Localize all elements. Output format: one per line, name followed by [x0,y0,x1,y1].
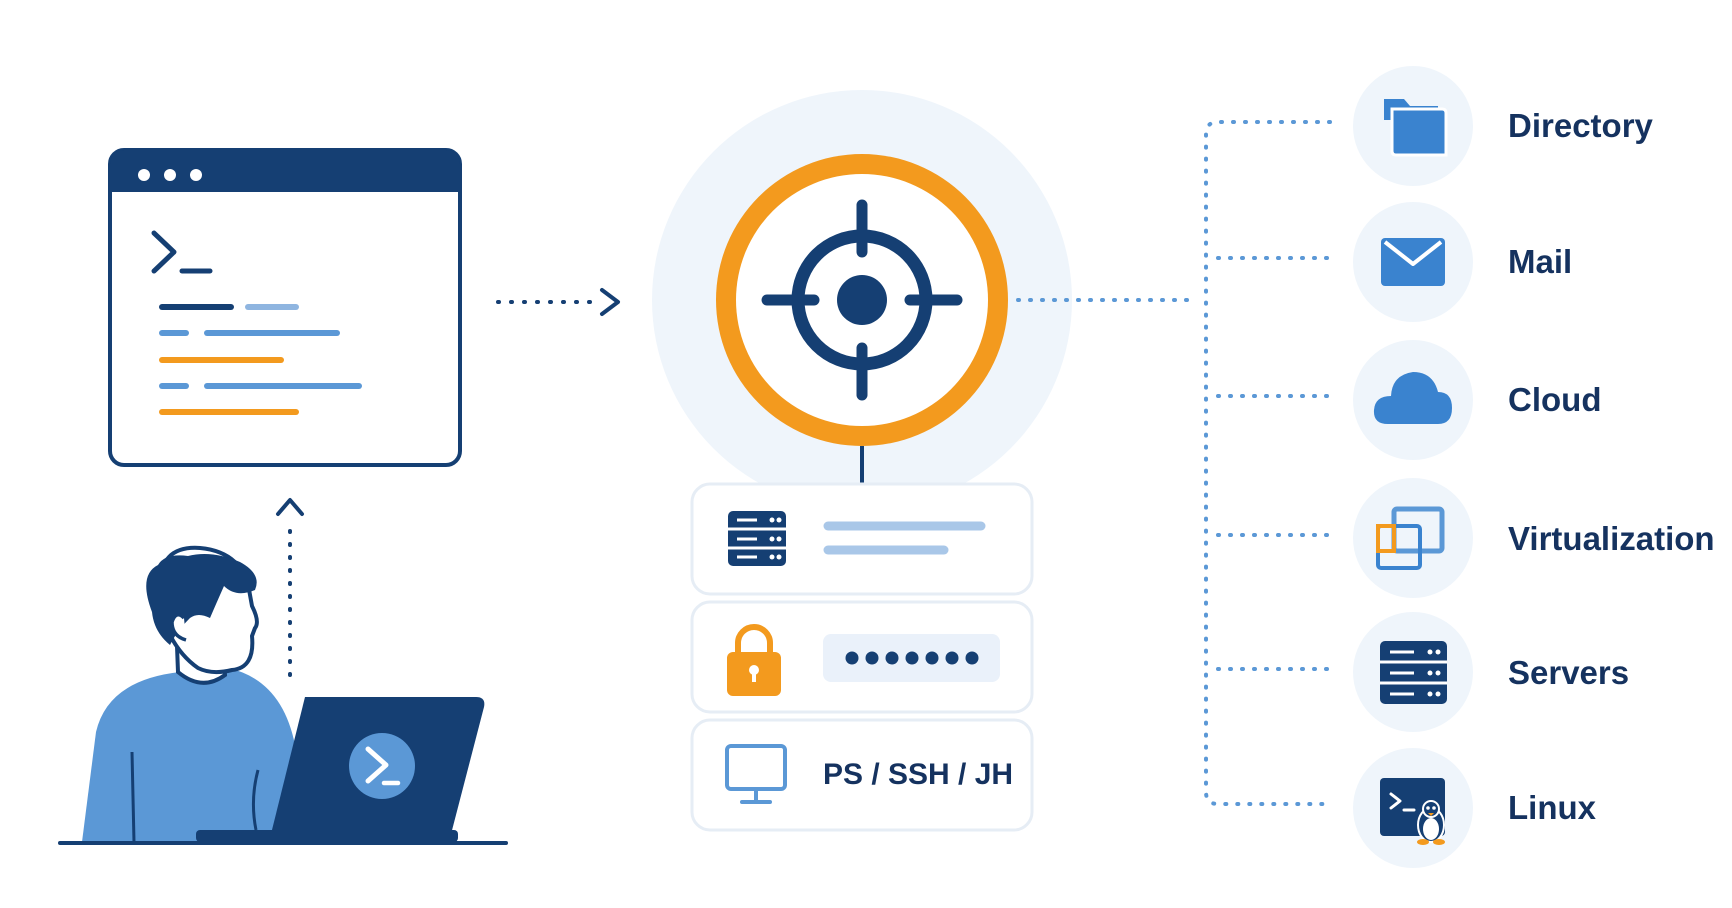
hub-target [652,90,1072,510]
service-directory: Directory [1353,66,1654,186]
protocol-label: PS / SSH / JH [823,758,1013,791]
credential-stack: PS / SSH / JH [690,482,1034,832]
password-mask-dot [885,651,899,665]
server-rack-icon [1380,641,1447,704]
service-label-directory: Directory [1508,107,1654,144]
protocol-card: PS / SSH / JH [690,718,1034,832]
powershell-logo-icon [349,733,415,799]
service-cloud: Cloud [1353,340,1601,460]
envelope-icon [1381,238,1445,286]
terminal-window [108,148,462,467]
server-rack-icon [728,511,786,566]
service-label-mail: Mail [1508,243,1572,280]
password-mask [845,651,979,665]
window-dots-icon [138,169,202,181]
password-mask-dot [905,651,919,665]
code-lines [159,304,362,415]
server-card [690,482,1034,596]
crosshair-target-icon [761,199,963,401]
password-mask-dot [845,651,859,665]
service-label-virtualization: Virtualization [1508,520,1715,557]
arrow-to-hub [496,288,620,316]
service-label-servers: Servers [1508,654,1629,691]
folder-icon [1384,99,1448,157]
password-mask-dot [945,651,959,665]
arrow-up-to-window [276,498,304,677]
service-label-cloud: Cloud [1508,381,1601,418]
terminal-prompt-icon [151,230,213,274]
service-servers: Servers [1353,612,1629,732]
password-mask-dot [865,651,879,665]
padlock-icon [727,624,781,696]
linux-terminal-icon [1380,778,1445,845]
overlapping-windows-icon [1376,506,1445,570]
password-card [690,600,1034,714]
service-mail: Mail [1353,202,1572,322]
password-mask-dot [965,651,979,665]
service-linux: Linux [1353,748,1597,868]
cloud-icon [1373,372,1452,424]
service-label-linux: Linux [1508,789,1597,826]
monitor-icon [725,744,787,804]
service-connector [1016,120,1332,806]
service-list: Directory Mail Cloud [1353,66,1715,868]
person-at-laptop [58,545,508,845]
password-mask-dot [925,651,939,665]
service-virtualization: Virtualization [1353,478,1715,598]
